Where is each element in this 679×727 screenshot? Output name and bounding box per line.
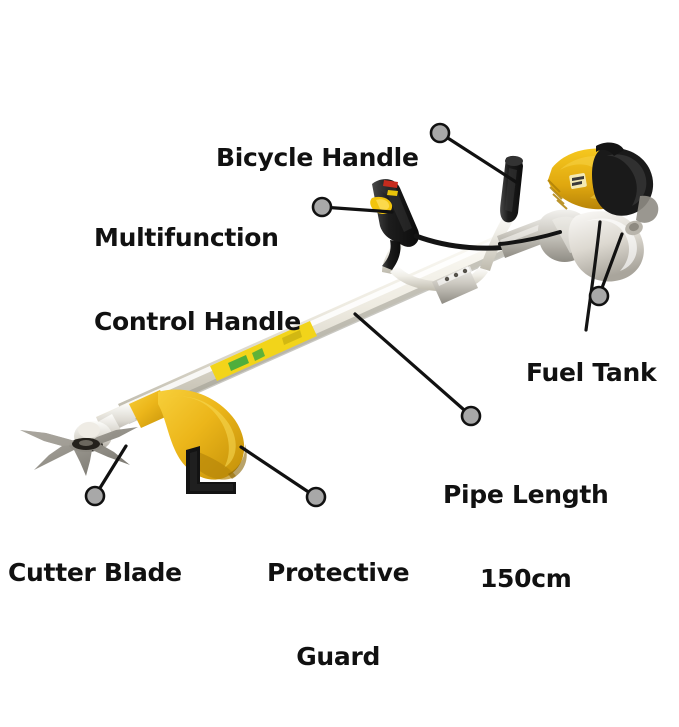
callout-dot-cutter-blade [84,485,106,507]
callout-text-line: Pipe Length [443,480,609,509]
callout-text-line: Guard [296,642,381,671]
leader-protective-guard [239,445,318,499]
callout-text-line: Bicycle Handle [216,143,419,172]
callout-label-multifunction-control-handle: Multifunction Control Handle [94,168,301,392]
callout-leaders [84,122,624,508]
callout-text-line: Multifunction [94,223,279,252]
shaft-decal [210,321,317,381]
diagram-canvas: Bicycle Handle Multifunction Control Han… [8,88,659,671]
callout-dot-bicycle-handle [429,122,451,144]
engine-assembly [497,142,659,332]
callout-text-line: Fuel Tank [526,358,657,387]
callout-dot-multifunction-control-handle [311,196,333,218]
leader-multifunction-control-handle [320,205,394,214]
callout-text-line: Protective [267,558,410,587]
callout-label-cutter-blade: Cutter Blade [8,503,182,643]
callout-label-bicycle-handle: Bicycle Handle [216,88,419,228]
leader-fuel-tank [597,232,624,298]
callout-dot-protective-guard [305,486,327,508]
cutter-blade [20,427,138,476]
cutter-head-assembly [69,403,136,452]
callout-dot-pipe-length [460,405,482,427]
callout-text-line: Cutter Blade [8,558,182,587]
callout-dot-fuel-tank [588,285,610,307]
protective-guard [129,389,247,494]
callout-label-fuel-tank: Fuel Tank [526,303,657,443]
callout-text-line: Control Handle [94,307,301,336]
leader-bicycle-handle [438,131,518,184]
callout-text-line: 150cm [479,564,572,593]
callout-label-pipe-length: Pipe Length 150cm [443,425,609,649]
callout-label-protective-guard: Protective Guard [267,503,410,727]
leader-pipe-length [353,312,473,418]
brush-cutter-illustration [20,122,659,508]
